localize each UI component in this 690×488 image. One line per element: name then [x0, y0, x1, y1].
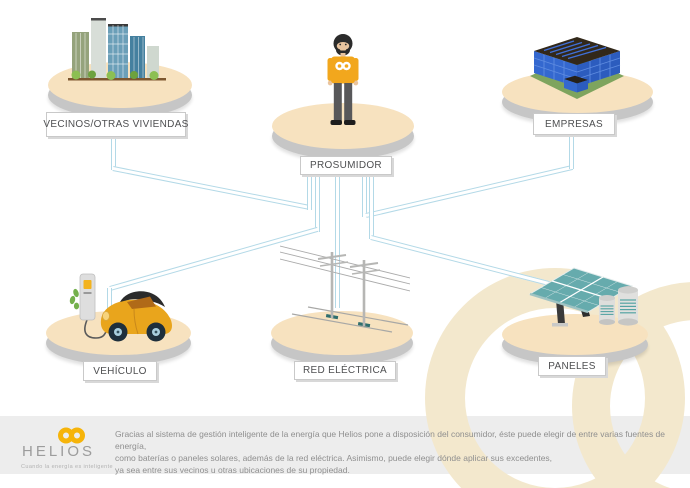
node-label-paneles: PANELES	[538, 356, 606, 376]
electric-car-charging-icon	[69, 273, 172, 342]
platform-prosumidor	[272, 103, 414, 159]
connector-line	[315, 168, 320, 232]
node-label-empresas: EMPRESAS	[533, 113, 615, 135]
connector-line	[307, 168, 312, 210]
connector-line	[365, 165, 574, 218]
footer-description-line: Gracias al sistema de gestión inteligent…	[115, 429, 666, 451]
footer-description-line: ya sea entre sus vecinos u otras ubicaci…	[115, 465, 350, 475]
person-icon	[327, 34, 359, 125]
connector-line	[369, 168, 374, 239]
brand-tagline: Cuando la energía es inteligente	[21, 464, 113, 470]
brand-name: HELIOS	[22, 443, 96, 460]
platform-red-electrica	[271, 311, 413, 365]
connector-line	[362, 168, 367, 217]
node-label-text: PROSUMIDOR	[310, 160, 382, 171]
office-building-icon	[530, 37, 624, 99]
connector-line	[569, 130, 574, 169]
connector-line	[111, 133, 116, 170]
node-label-prosumidor: PROSUMIDOR	[300, 156, 392, 175]
footer-description-line: como baterías o paneles solares, además …	[115, 453, 553, 463]
connector-line	[112, 166, 311, 210]
connector-line	[335, 168, 340, 308]
node-label-text: RED ELÉCTRICA	[303, 365, 387, 376]
node-label-text: VEHÍCULO	[93, 365, 147, 377]
node-label-vehiculo: VEHÍCULO	[83, 361, 157, 381]
node-label-text: PANELES	[548, 360, 596, 372]
infinity-logo-icon	[58, 427, 85, 444]
solar-panel-battery-icon	[528, 267, 638, 327]
connector-line	[107, 288, 112, 314]
node-label-text: EMPRESAS	[545, 118, 603, 130]
node-label-red-electrica: RED ELÉCTRICA	[294, 361, 396, 380]
power-lines-icon	[280, 245, 410, 333]
city-icon	[68, 18, 166, 81]
node-label-text: VECINOS/OTRAS VIVIENDAS	[43, 119, 189, 130]
node-label-vecinos: VECINOS/OTRAS VIVIENDAS	[43, 112, 189, 137]
footer-description: Gracias al sistema de gestión inteligent…	[115, 428, 680, 476]
